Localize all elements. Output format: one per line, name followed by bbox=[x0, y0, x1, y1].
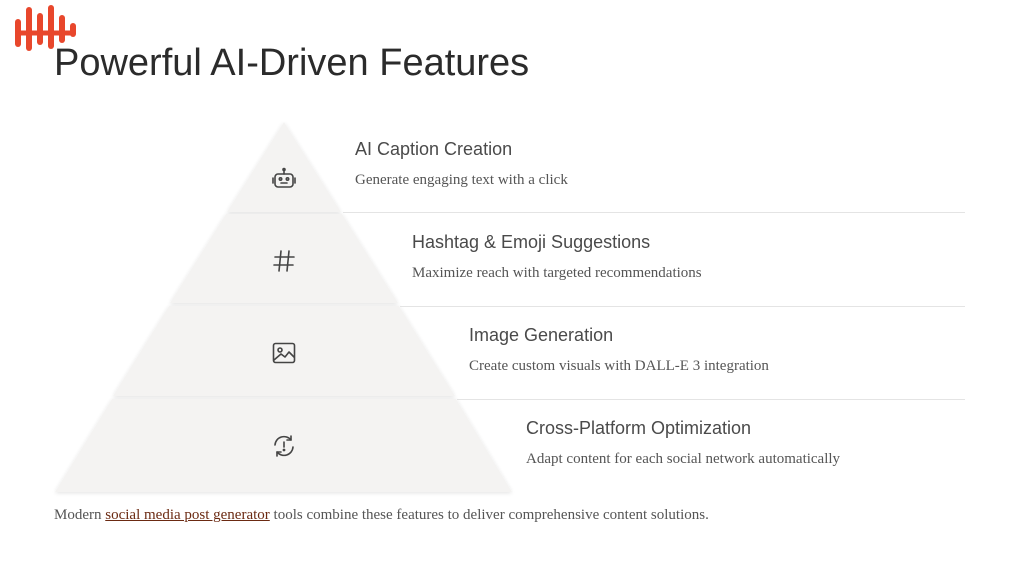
feature-description: Maximize reach with targeted recommendat… bbox=[412, 265, 702, 281]
feature-heading: Image Generation bbox=[469, 325, 614, 345]
hashtag-icon bbox=[273, 250, 295, 272]
image-icon bbox=[272, 342, 296, 364]
sync-alert-icon bbox=[274, 435, 294, 457]
feature-item: Hashtag & Emoji Suggestions Maximize rea… bbox=[412, 232, 702, 282]
divider bbox=[400, 306, 965, 307]
feature-description: Generate engaging text with a click bbox=[355, 172, 568, 188]
footer-text: Modern social media post generator tools… bbox=[54, 507, 709, 524]
feature-item: AI Caption Creation Generate engaging te… bbox=[355, 139, 568, 189]
footer-prefix: Modern bbox=[54, 507, 106, 523]
feature-item: Image Generation Create custom visuals w… bbox=[469, 325, 769, 375]
feature-heading: Hashtag & Emoji Suggestions bbox=[412, 232, 651, 252]
divider bbox=[457, 399, 965, 400]
generator-link[interactable]: social media post generator bbox=[105, 507, 270, 523]
brand-logo bbox=[15, 5, 76, 51]
divider bbox=[343, 212, 965, 213]
page-title: Powerful AI-Driven Features bbox=[54, 42, 530, 84]
feature-heading: AI Caption Creation bbox=[355, 139, 513, 159]
feature-item: Cross-Platform Optimization Adapt conten… bbox=[526, 418, 840, 468]
feature-description: Adapt content for each social network au… bbox=[526, 451, 841, 467]
robot-icon bbox=[272, 167, 296, 188]
footer-suffix: tools combine these features to deliver … bbox=[269, 507, 709, 523]
feature-heading: Cross-Platform Optimization bbox=[526, 418, 752, 438]
feature-description: Create custom visuals with DALL-E 3 inte… bbox=[469, 358, 769, 374]
